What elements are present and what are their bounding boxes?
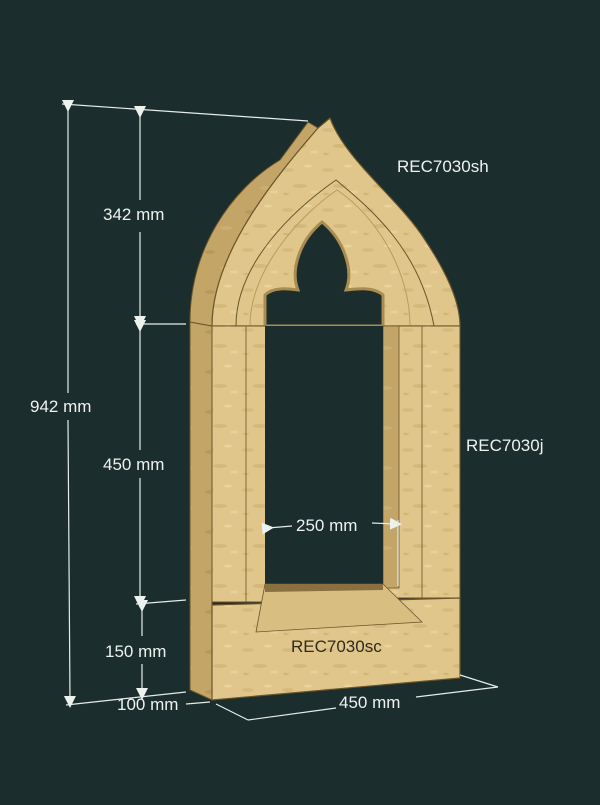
jamb-height-label: 450 mm <box>103 455 165 474</box>
total-height-label: 942 mm <box>30 397 92 416</box>
head-part-label: REC7030sh <box>397 157 489 176</box>
head-piece <box>211 116 461 328</box>
sill-piece <box>211 583 461 701</box>
jamb-part-label: REC7030j <box>466 436 544 455</box>
head-height-label: 342 mm <box>103 205 165 224</box>
sill-part-label: REC7030sc <box>291 637 382 656</box>
sill-height-label: 150 mm <box>105 642 167 661</box>
opening-width-label: 250 mm <box>296 516 358 535</box>
jamb-right <box>382 325 461 599</box>
depth-label: 100 mm <box>117 695 179 714</box>
dimension-lines <box>61 100 499 721</box>
window-opening <box>265 326 383 584</box>
jamb-left <box>211 325 267 603</box>
width-label: 450 mm <box>339 693 401 712</box>
